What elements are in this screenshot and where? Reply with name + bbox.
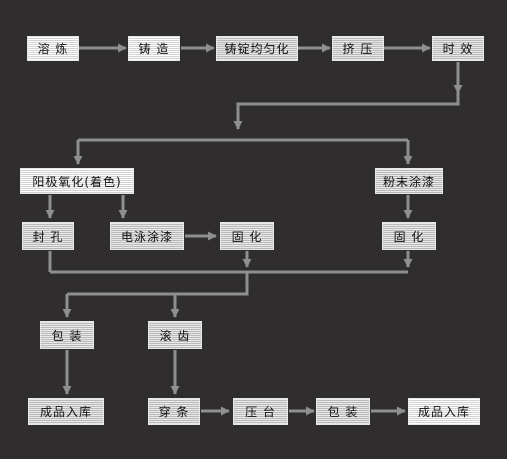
node-sealing: 封 孔	[22, 222, 74, 250]
node-warehouse-1: 成品入库	[28, 398, 104, 425]
node-homogenization: 铸锭均匀化	[216, 36, 298, 61]
line-aging-to-center	[233, 93, 460, 130]
node-threading: 穿 条	[148, 398, 200, 425]
node-aging: 时 效	[432, 36, 484, 61]
node-packing-1: 包 装	[40, 321, 94, 349]
node-curing-1: 固 化	[220, 222, 274, 250]
node-packing-2: 包 装	[316, 398, 370, 425]
line-merge-down	[67, 272, 249, 296]
node-electrophoresis: 电泳涂漆	[110, 222, 184, 250]
node-warehouse-2: 成品入库	[408, 398, 480, 425]
node-curing-2: 固 化	[382, 222, 436, 250]
node-smelting: 溶 炼	[27, 36, 79, 61]
node-casting: 铸 造	[128, 36, 180, 61]
node-extrusion: 挤 压	[332, 36, 384, 61]
node-powder-coating: 粉末涂漆	[375, 168, 443, 194]
node-anodizing: 阳极氧化(着色)	[20, 168, 134, 194]
node-pressing: 压 台	[233, 398, 288, 425]
node-knurling: 滚 齿	[148, 321, 202, 349]
